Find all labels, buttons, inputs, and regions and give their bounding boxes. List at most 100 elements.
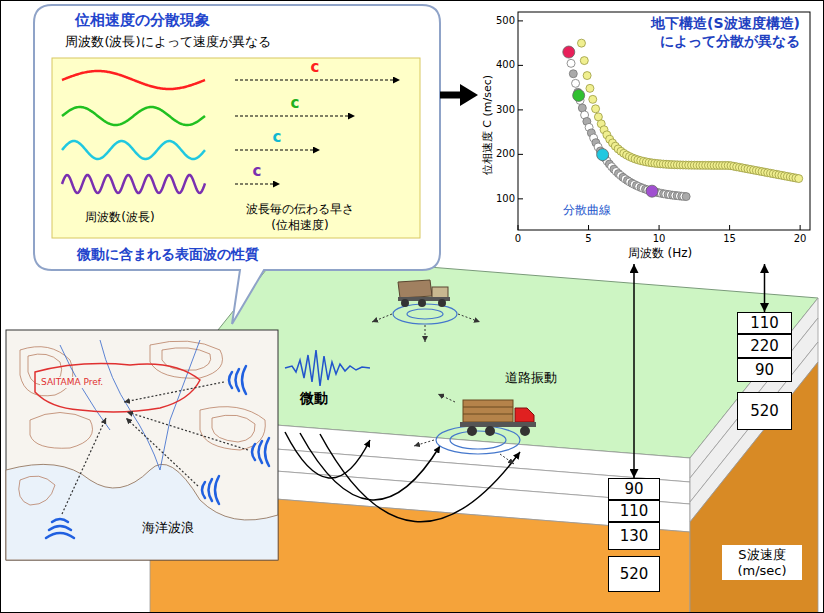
ocean-wave-symbol: [259, 441, 263, 463]
velocity-cell: 110: [737, 312, 792, 334]
wave-ray-path: [320, 434, 520, 522]
velocity-cell: 520: [608, 556, 660, 592]
data-point: [572, 79, 580, 87]
tick-label: 100: [484, 193, 515, 205]
wave-direction-arrow: [126, 418, 198, 486]
velocity-value: 220: [750, 338, 779, 355]
map-inset: [30, 413, 93, 449]
map-inset: [6, 330, 278, 560]
wave-line: [62, 175, 205, 193]
tick-mark: [800, 225, 801, 230]
ocean-wave-label: 海洋波浪: [140, 520, 196, 536]
unit-label: S波速度 (m/sec): [722, 545, 802, 580]
velocity-arrow: [235, 149, 320, 150]
tick-mark: [729, 225, 730, 230]
wave-direction-arrow: [62, 382, 248, 514]
tick-label: 200: [484, 148, 515, 160]
vibration-ring: [407, 309, 443, 319]
velocity-value: 90: [755, 362, 774, 379]
velocity-value: 110: [620, 503, 649, 520]
data-point: [580, 57, 588, 65]
tick-mark: [518, 198, 523, 199]
tick-mark: [518, 109, 523, 110]
map-label: SAITAMA Pref.: [40, 377, 104, 388]
chart-frame: [518, 12, 810, 230]
vibration-ring: [436, 426, 520, 454]
ocean-wave-symbol: [265, 438, 269, 466]
microtremor-label: 微動: [300, 390, 328, 407]
wave-ray-path: [285, 432, 370, 478]
velocity-symbol: c: [262, 130, 292, 145]
dump-truck-icon: [398, 280, 432, 298]
wave-ray-path: [285, 432, 520, 522]
tick-label: 500: [484, 15, 515, 27]
dump-truck-icon: [401, 299, 409, 307]
highlight-point: [646, 185, 658, 197]
tick-mark: [518, 225, 519, 230]
ocean-wave-symbol: [49, 526, 71, 530]
map-inset: [20, 347, 73, 396]
map-inset: [6, 330, 278, 560]
vibration-arrow: [500, 454, 514, 464]
map-inset: [19, 341, 266, 505]
correspondence-arrow: [633, 264, 635, 478]
highlight-point: [563, 46, 575, 58]
velocity-value: 520: [620, 566, 649, 583]
data-point: [682, 193, 690, 201]
tick-mark: [518, 154, 523, 155]
tick-label: 0: [503, 233, 533, 245]
curve-label: 分散曲線: [563, 203, 611, 217]
velocity-arrow: [235, 183, 280, 184]
map-inset: [212, 415, 255, 442]
tick-label: 15: [715, 233, 745, 245]
tick-label: 20: [785, 233, 815, 245]
ocean-wave-symbol: [46, 533, 74, 538]
vibration-arrow: [372, 314, 392, 322]
velocity-value: 110: [750, 315, 779, 332]
tick-mark: [518, 65, 523, 66]
speech-bubble-outline: [34, 5, 440, 324]
dump-truck-icon: [398, 280, 450, 307]
vibration-ring: [450, 431, 506, 449]
highlight-point: [573, 89, 585, 101]
vibration-ring: [393, 304, 457, 324]
axis-caption: 波長毎の伝わる早さ (位相速度): [240, 202, 360, 233]
data-point: [567, 59, 575, 67]
data-point: [583, 72, 591, 80]
data-point: [586, 84, 594, 92]
wave-panel: 周波数(波長) 波長毎の伝わる早さ (位相速度): [52, 58, 420, 238]
ocean-wave-symbol: [229, 372, 232, 388]
velocity-symbol: c: [300, 60, 330, 75]
vibration-arrow: [458, 314, 480, 322]
ocean-wave-symbol: [215, 476, 219, 504]
axis-caption: 周波数(波長): [70, 210, 170, 226]
velocity-symbol: c: [280, 96, 310, 111]
log-truck-icon: [463, 400, 513, 422]
velocity-value: 520: [750, 403, 779, 420]
wave-line: [62, 71, 205, 89]
data-point: [589, 95, 597, 103]
tick-label: 5: [574, 233, 604, 245]
velocity-arrow: [235, 79, 400, 80]
velocity-cell: 110: [608, 500, 660, 522]
tick-label: 300: [484, 104, 515, 116]
map-inset: [35, 364, 200, 413]
velocity-symbol: c: [242, 164, 272, 179]
vibration-arrow: [425, 325, 426, 342]
speech-bubble: 位相速度の分散現象周波数(波長)によって速度が異なる微動に含まれる表面波の性質周…: [34, 5, 440, 270]
ocean-wave-symbol: [242, 366, 246, 394]
wave-line: [62, 107, 205, 125]
tick-label: 400: [484, 59, 515, 71]
map-inset: [60, 340, 200, 470]
vibration-ring: [393, 304, 520, 454]
chart-panel: 地下構造(S波速度構造) によって分散が異なる: [478, 6, 815, 264]
log-truck-icon: [515, 408, 534, 422]
velocity-cell: 90: [737, 358, 792, 382]
log-truck-icon: [520, 426, 530, 436]
velocity-cell: 90: [608, 478, 660, 500]
ocean-wave-symbol: [52, 519, 68, 522]
bubble-subtitle: 周波数(波長)によって速度が異なる: [48, 34, 288, 51]
data-point: [577, 39, 585, 47]
